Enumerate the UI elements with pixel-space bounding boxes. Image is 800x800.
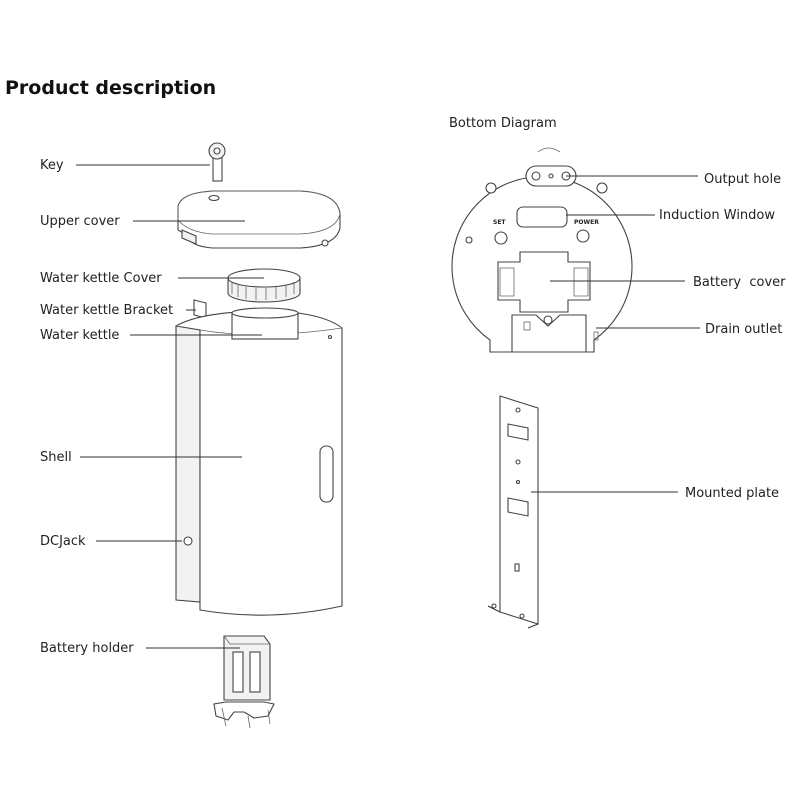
label-mounted-plate: Mounted plate <box>685 486 779 501</box>
label-battery-cover: Battery cover <box>693 275 786 290</box>
label-dc-jack: DCJack <box>40 534 86 549</box>
battery-holder-illustration <box>213 635 275 729</box>
label-induction-window: Induction Window <box>659 208 775 223</box>
key-illustration <box>208 142 226 182</box>
label-battery-holder: Battery holder <box>40 641 134 656</box>
label-drain-outlet: Drain outlet <box>705 322 782 337</box>
page-title: Product description <box>5 77 216 99</box>
bottom-view-illustration: SET POWER <box>451 147 633 353</box>
label-key: Key <box>40 158 64 173</box>
water-kettle-cover-illustration <box>227 268 301 303</box>
label-water-kettle-cover: Water kettle Cover <box>40 271 162 286</box>
power-button-label: POWER <box>574 219 599 226</box>
label-shell: Shell <box>40 450 72 465</box>
label-upper-cover: Upper cover <box>40 214 120 229</box>
bottom-diagram-title: Bottom Diagram <box>449 116 557 131</box>
set-button-label: SET <box>493 219 506 226</box>
left-leader-lines <box>76 164 264 649</box>
label-output-hole: Output hole <box>704 172 781 187</box>
label-water-kettle: Water kettle <box>40 328 119 343</box>
right-leader-lines <box>531 175 700 493</box>
label-water-kettle-bracket: Water kettle Bracket <box>40 303 173 318</box>
shell-illustration <box>175 299 343 616</box>
upper-cover-illustration <box>177 190 341 249</box>
mounted-plate-illustration <box>487 395 539 629</box>
